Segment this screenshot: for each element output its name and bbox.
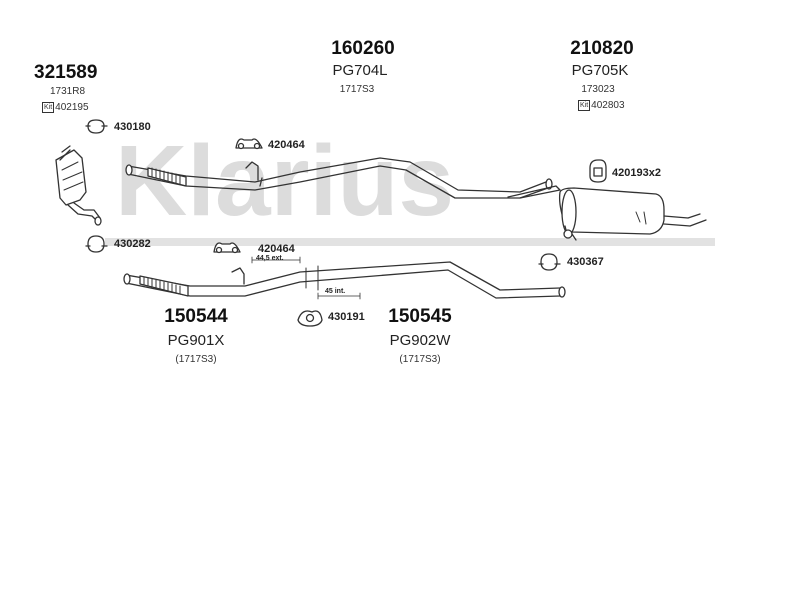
front-pipe-bottom — [123, 261, 566, 299]
assembly-160260-model: PG704L — [332, 62, 388, 79]
fitting-430367-label: 430367 — [567, 256, 604, 268]
assembly-321589-number: 321589 — [34, 62, 98, 83]
assembly-150545-number: 150545 — [388, 306, 452, 327]
catalytic-converter — [55, 145, 102, 226]
assembly-150544-ref: (1717S3) — [175, 354, 217, 365]
assembly-160260-ref: 1717S3 — [339, 84, 375, 95]
fitting-420464-top-label: 420464 — [268, 139, 305, 151]
fitting-430191-label: 430191 — [328, 311, 365, 323]
assembly-150545-model: PG902W — [389, 332, 451, 349]
dimension-marks — [251, 256, 361, 300]
assembly-210820-model: PG705K — [571, 62, 629, 79]
fitting-420193-label: 420193x2 — [612, 167, 661, 179]
watermark-underline — [105, 238, 715, 246]
mounting-rubber-420464-top-graphic — [235, 138, 263, 150]
mounting-rubber-420464-bottom-graphic — [213, 242, 241, 254]
assembly-150544-model: PG901X — [167, 332, 225, 349]
kit-badge: Kit — [578, 100, 591, 111]
clamp-430282-graphic — [85, 235, 108, 253]
clamp-430180-graphic — [85, 119, 108, 134]
kit-number: 402803 — [591, 100, 625, 112]
clamp-430367-graphic — [538, 253, 561, 271]
dimension-ext-label: 44,5 ext. — [256, 255, 284, 262]
assembly-210820-number: 210820 — [570, 38, 634, 59]
assembly-210820-ref: 173023 — [581, 84, 615, 95]
gasket-430191-graphic — [297, 310, 323, 327]
fitting-430282-label: 430282 — [114, 238, 151, 250]
fitting-420464-bottom-label: 420464 — [258, 243, 295, 255]
assembly-160260-number: 160260 — [331, 38, 395, 59]
assembly-150545-ref: (1717S3) — [399, 354, 441, 365]
mounting-rubber-420193-graphic — [589, 159, 607, 183]
assembly-150544-number: 150544 — [164, 306, 228, 327]
kit-number: 402195 — [55, 102, 89, 114]
dimension-int-label: 45 int. — [325, 288, 346, 295]
assembly-321589-ref: 1731R8 — [50, 86, 86, 97]
rear-silencer — [507, 185, 707, 241]
kit-badge: Kit — [42, 102, 55, 113]
front-pipe-top — [125, 157, 553, 199]
fitting-430180-label: 430180 — [114, 121, 151, 133]
